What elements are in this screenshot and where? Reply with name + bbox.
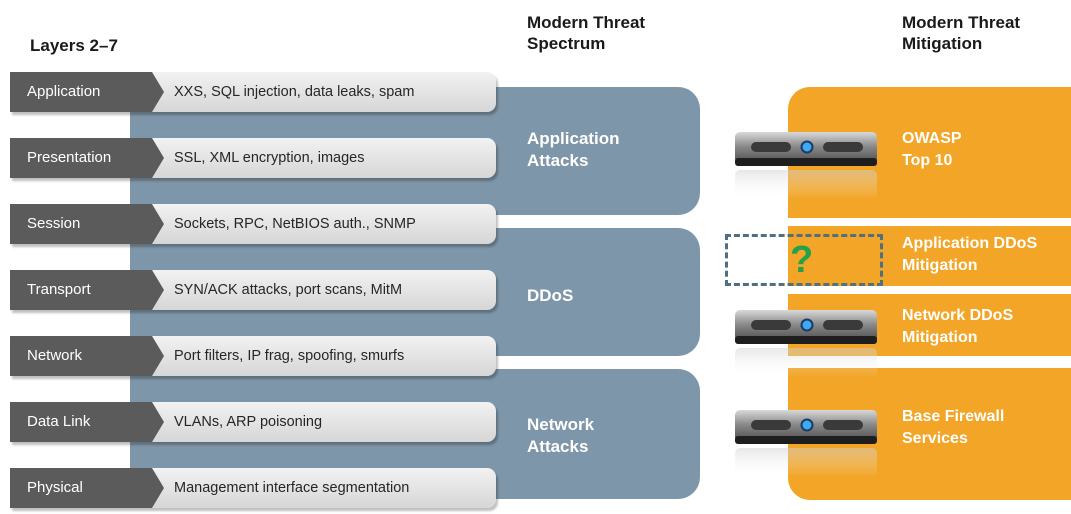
layer-session: Session Sockets, RPC, NetBIOS auth., SNM…	[10, 204, 500, 248]
layer-threats: Sockets, RPC, NetBIOS auth., SNMP	[174, 216, 416, 232]
spectrum-heading: Modern Threat Spectrum	[527, 13, 646, 53]
layer-threats: SYN/ACK attacks, port scans, MitM	[174, 282, 403, 298]
layer-network: Network Port filters, IP frag, spoofing,…	[10, 336, 500, 380]
layer-name: Data Link	[27, 413, 91, 430]
layer-name: Application	[27, 83, 101, 100]
layer-application: Application XXS, SQL injection, data lea…	[10, 72, 500, 116]
network-attacks-label: Network Attacks	[527, 415, 595, 456]
layer-name: Physical	[27, 479, 83, 496]
owasp-label: OWASP Top 10	[902, 130, 962, 169]
layer-name: Session	[27, 215, 81, 232]
app-ddos-label: Application DDoS Mitigation	[902, 235, 1038, 274]
network-ddos-label: Network DDoS Mitigation	[902, 307, 1014, 346]
missing-mitigation-box	[725, 234, 883, 286]
layer-physical: Physical Management interface segmentati…	[10, 468, 500, 512]
layer-threats: Port filters, IP frag, spoofing, smurfs	[174, 348, 405, 364]
layer-transport: Transport SYN/ACK attacks, port scans, M…	[10, 270, 500, 314]
mitigation-heading: Modern Threat Mitigation	[902, 13, 1021, 53]
layer-threats: VLANs, ARP poisoning	[174, 414, 323, 430]
layer-threats: Management interface segmentation	[174, 480, 410, 496]
layer-threats: XXS, SQL injection, data leaks, spam	[174, 84, 415, 100]
server-appliance-icon	[735, 410, 877, 478]
layers-heading: Layers 2–7	[30, 36, 118, 55]
layer-name: Transport	[27, 281, 91, 298]
layer-presentation: Presentation SSL, XML encryption, images	[10, 138, 500, 182]
application-attacks-label: Application Attacks	[527, 129, 620, 170]
layer-data-link: Data Link VLANs, ARP poisoning	[10, 402, 500, 446]
layer-threats: SSL, XML encryption, images	[174, 150, 365, 166]
ddos-label: DDoS	[527, 286, 574, 305]
server-appliance-icon	[735, 310, 877, 378]
base-firewall-label: Base Firewall Services	[902, 408, 1005, 447]
layer-name: Presentation	[27, 149, 112, 166]
layer-name: Network	[27, 347, 83, 364]
question-mark-icon: ?	[790, 239, 814, 281]
server-appliance-icon	[735, 132, 877, 200]
